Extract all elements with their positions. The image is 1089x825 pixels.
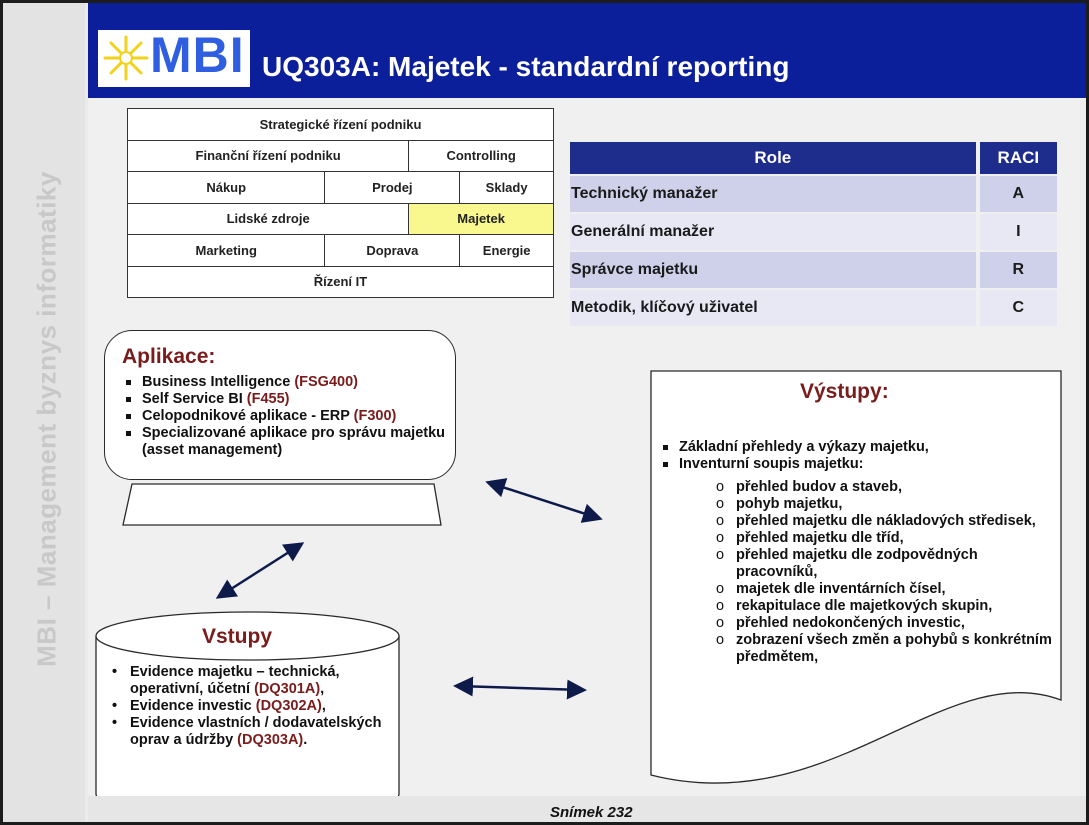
- list-item: Celopodnikové aplikace - ERP (F300): [122, 408, 452, 425]
- list-item: přehled majetku dle tříd,: [716, 530, 1056, 547]
- list-item: Evidence majetku – technická, operativní…: [108, 664, 398, 698]
- domain-cell-highlighted: Majetek: [408, 202, 554, 235]
- domain-table: Strategické řízení podniku Finanční říze…: [126, 108, 554, 298]
- slide-title: UQ303A: Majetek - standardní reporting: [262, 51, 790, 82]
- vstupy-list: Evidence majetku – technická, operativní…: [108, 664, 398, 749]
- list-item: Evidence investic (DQ302A),: [108, 698, 398, 715]
- sun-star-icon: [103, 35, 149, 81]
- list-item: přehled majetku dle nákladových středise…: [716, 513, 1056, 530]
- domain-cell: Finanční řízení podniku: [126, 139, 410, 172]
- raci-header-role: Role: [570, 142, 976, 174]
- raci-value: C: [979, 290, 1057, 326]
- raci-value: R: [979, 252, 1057, 288]
- domain-cell: Nákup: [126, 171, 326, 204]
- domain-cell: Doprava: [324, 234, 461, 267]
- raci-role: Metodik, klíčový uživatel: [570, 290, 976, 326]
- mbi-logo: MBI: [98, 27, 250, 87]
- domain-cell: Prodej: [324, 171, 461, 204]
- footer-bar: [88, 796, 1086, 822]
- list-item: Evidence vlastních / dodavatelských opra…: [108, 715, 398, 749]
- aplikace-monitor: [104, 330, 456, 480]
- vstupy-title: Vstupy: [202, 625, 273, 648]
- list-item: přehled budov a staveb,: [716, 479, 1056, 496]
- raci-row: Metodik, klíčový uživatel C: [570, 290, 1057, 326]
- aplikace-list: Business Intelligence (FSG400) Self Serv…: [122, 374, 452, 459]
- domain-cell: Lidské zdroje: [126, 202, 410, 235]
- sidebar-vertical-text: MBI – Management byznys informatiky: [31, 171, 62, 667]
- slide-number: Snímek 232: [550, 804, 633, 821]
- list-item: majetek dle inventárních čísel,: [716, 581, 1056, 598]
- list-item: Inventurní soupis majetku:: [659, 456, 1059, 473]
- list-item: pohyb majetku,: [716, 496, 1056, 513]
- domain-cell: Controlling: [408, 139, 554, 172]
- vystupy-title: Výstupy:: [800, 380, 889, 403]
- raci-value: I: [979, 214, 1057, 250]
- vystupy-list: Základní přehledy a výkazy majetku, Inve…: [659, 439, 1059, 473]
- monitor-base-shape: [122, 483, 442, 526]
- raci-header-raci: RACI: [979, 142, 1057, 174]
- list-item: přehled nedokončených investic,: [716, 615, 1056, 632]
- list-item: Business Intelligence (FSG400): [122, 374, 452, 391]
- aplikace-title: Aplikace:: [122, 345, 216, 368]
- sidebar: MBI – Management byznys informatiky: [3, 3, 85, 822]
- list-item: rekapitulace dle majetkových skupin,: [716, 598, 1056, 615]
- list-item: přehled majetku dle zodpovědných pracovn…: [716, 547, 1056, 581]
- vystupy-sublist: přehled budov a staveb, pohyb majetku, p…: [716, 479, 1056, 666]
- domain-cell: Sklady: [459, 171, 554, 204]
- list-item: Specializované aplikace pro správu majet…: [122, 425, 452, 459]
- raci-table: Role RACI Technický manažer A Generální …: [570, 140, 1057, 328]
- raci-row: Technický manažer A: [570, 176, 1057, 212]
- domain-cell: Marketing: [126, 234, 326, 267]
- raci-row: Generální manažer I: [570, 214, 1057, 250]
- raci-role: Správce majetku: [570, 252, 976, 288]
- list-item: Základní přehledy a výkazy majetku,: [659, 439, 1059, 456]
- header-bar: [88, 3, 1086, 98]
- list-item: Self Service BI (F455): [122, 391, 452, 408]
- list-item: zobrazení všech změn a pohybů s konkrétn…: [716, 632, 1056, 666]
- domain-cell: Strategické řízení podniku: [127, 108, 554, 141]
- domain-cell: Řízení IT: [127, 265, 554, 298]
- raci-value: A: [979, 176, 1057, 212]
- raci-role: Technický manažer: [570, 176, 976, 212]
- raci-role: Generální manažer: [570, 214, 976, 250]
- logo-text: MBI: [150, 27, 245, 83]
- raci-row: Správce majetku R: [570, 252, 1057, 288]
- domain-cell: Energie: [459, 234, 554, 267]
